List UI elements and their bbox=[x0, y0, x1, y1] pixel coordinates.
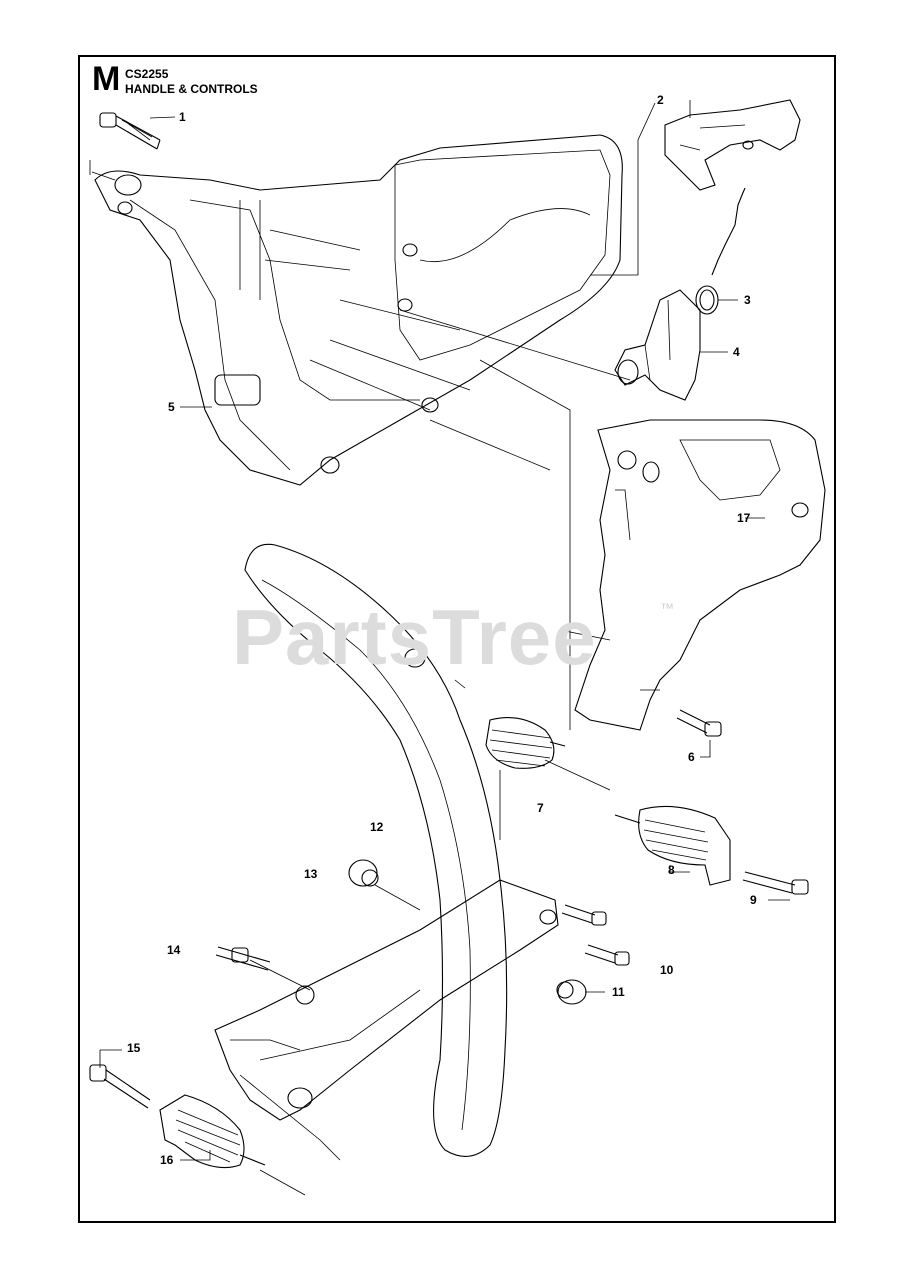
part-7-antivibe-spring[interactable] bbox=[485, 717, 566, 769]
callout-14[interactable]: 14 bbox=[167, 943, 181, 957]
model-code: CS2255 bbox=[125, 67, 169, 81]
section-letter: M bbox=[92, 60, 121, 98]
part-14-bolt[interactable] bbox=[215, 946, 271, 971]
part-10-bolts[interactable] bbox=[561, 904, 630, 966]
part-16-antivibe-spring[interactable] bbox=[159, 1094, 266, 1169]
part-13-spacer[interactable] bbox=[348, 859, 379, 887]
callout-10[interactable]: 10 bbox=[660, 963, 674, 977]
callout-9[interactable]: 9 bbox=[750, 893, 757, 907]
callout-8[interactable]: 8 bbox=[668, 863, 675, 877]
callout-12[interactable]: 12 bbox=[370, 820, 384, 834]
callout-3[interactable]: 3 bbox=[744, 293, 751, 307]
watermark: PartsTree bbox=[232, 593, 597, 681]
watermark-trademark: ™ bbox=[660, 600, 674, 616]
section-title: HANDLE & CONTROLS bbox=[125, 82, 258, 96]
callout-16[interactable]: 16 bbox=[160, 1153, 174, 1167]
callout-2[interactable]: 2 bbox=[657, 93, 664, 107]
callout-7[interactable]: 7 bbox=[537, 801, 544, 815]
leader-lines bbox=[89, 102, 790, 1196]
callout-13[interactable]: 13 bbox=[304, 867, 318, 881]
part-8-antivibe-spring[interactable] bbox=[614, 805, 731, 886]
part-15-bolt[interactable] bbox=[89, 1064, 151, 1109]
part-17-handle-cover[interactable] bbox=[574, 419, 826, 731]
part-3-spring[interactable] bbox=[695, 187, 746, 315]
part-11-spacer[interactable] bbox=[556, 979, 587, 1005]
callout-15[interactable]: 15 bbox=[127, 1041, 141, 1055]
part-12-front-handle-bar[interactable] bbox=[244, 543, 508, 1157]
lower-bracket[interactable] bbox=[214, 879, 559, 1121]
callout-17[interactable]: 17 bbox=[737, 511, 751, 525]
callout-5[interactable]: 5 bbox=[168, 400, 175, 414]
callout-1[interactable]: 1 bbox=[179, 110, 186, 124]
part-6-bolt[interactable] bbox=[676, 709, 722, 737]
part-5-rear-handle-housing[interactable] bbox=[94, 134, 623, 486]
callout-4[interactable]: 4 bbox=[733, 345, 740, 359]
part-2-throttle-lockout[interactable] bbox=[664, 99, 801, 191]
part-1-bolt[interactable] bbox=[99, 112, 161, 150]
callout-11[interactable]: 11 bbox=[612, 985, 625, 999]
part-4-throttle-trigger[interactable] bbox=[614, 289, 701, 401]
callout-6[interactable]: 6 bbox=[688, 750, 695, 764]
part-9-bolt[interactable] bbox=[742, 871, 809, 895]
diagram-border bbox=[78, 55, 836, 1223]
